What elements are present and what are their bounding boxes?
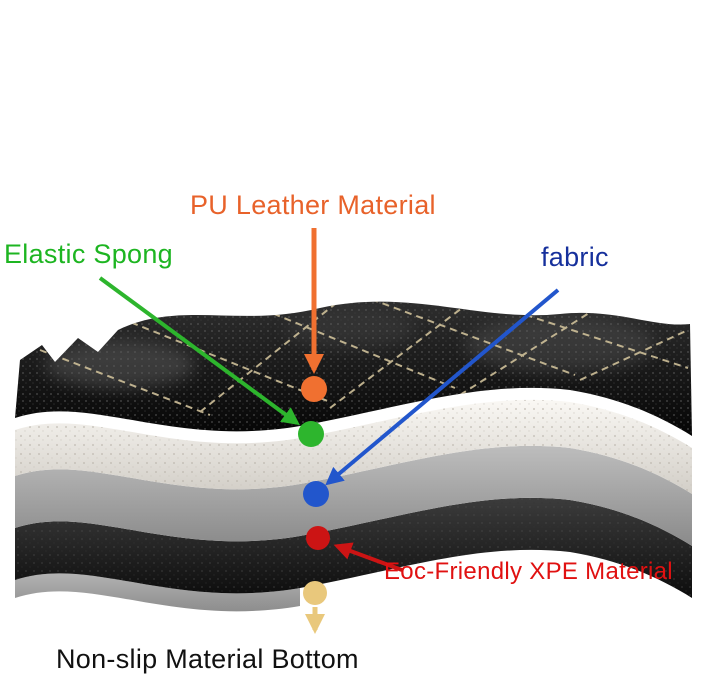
layer-fabric bbox=[15, 445, 692, 546]
non-slip-marker-dot bbox=[303, 581, 327, 605]
pu-leather-label: PU Leather Material bbox=[190, 190, 436, 220]
elastic-sponge-label: Elastic Spong bbox=[4, 239, 173, 269]
fabric-marker-dot bbox=[303, 481, 329, 507]
xpe-marker-dot bbox=[306, 526, 330, 550]
fabric-label: fabric bbox=[541, 242, 609, 272]
non-slip-bottom-label: Non-slip Material Bottom bbox=[56, 644, 359, 674]
layer-elastic-sponge bbox=[15, 399, 692, 494]
pu-leather-marker-dot bbox=[301, 376, 327, 402]
xpe-material-label: Eoc-Friendly XPE Material bbox=[384, 558, 673, 585]
layer-non-slip-bottom bbox=[15, 573, 300, 612]
fabric-arrow bbox=[325, 288, 560, 486]
elastic-sponge-arrow bbox=[98, 276, 300, 426]
elastic-sponge-marker-dot bbox=[298, 421, 324, 447]
xpe-arrow bbox=[333, 542, 403, 572]
